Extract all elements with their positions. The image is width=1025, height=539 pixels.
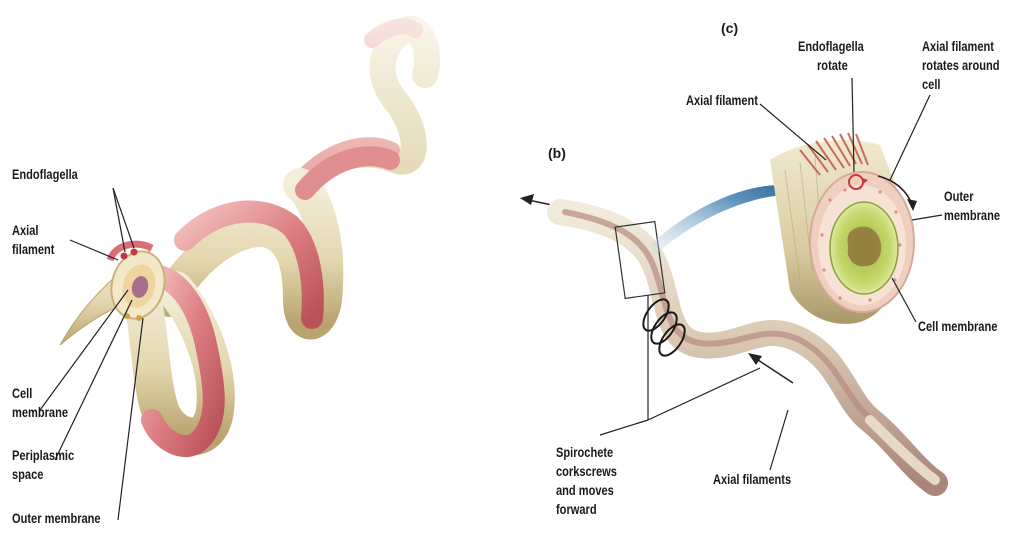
label-endoflagella-rotate-line1: Endoflagella [798,38,864,55]
label-periplasmic-line2: space [12,466,43,483]
endoflagella-dot-4 [136,315,142,321]
label-endoflagella: Endoflagella [12,166,78,183]
motion-arrow-head [520,194,534,205]
panel-b-letter: (b) [548,145,566,161]
label-axial-filaments: Axial filaments [713,471,791,488]
label-axial-filament-line1: Axial [12,222,38,239]
label-endoflagella-rotate-line2: rotate [817,57,848,74]
label-cell-membrane-line1: Cell [12,385,32,402]
label-spirochete-line1: Spirochete [556,444,613,461]
label-axial-rotates-line1: Axial filament [922,38,994,55]
endoflagella-dot-2 [131,249,138,256]
label-outer-membrane-c-line2: membrane [944,207,1000,224]
panel-a-leaders [40,188,143,520]
panel-c-cross-section [760,78,942,324]
label-periplasmic-line1: Periplasmic [12,447,74,464]
panel-a-helix [40,26,427,520]
label-axial-filament-line2: filament [12,241,54,258]
label-axial-rotates-line2: rotates around [922,57,1000,74]
endoflagella-dot-1 [121,253,128,260]
label-axial-filament-c: Axial filament [686,92,758,109]
label-spirochete-line2: corkscrews [556,463,617,480]
filament-arrow-line [755,358,793,383]
label-axial-rotates-line3: cell [922,76,940,93]
panel-b-leaders [600,295,788,470]
panel-c-letter: (c) [721,20,738,36]
label-outer-membrane-c-line1: Outer [944,188,974,205]
label-outer-membrane-a: Outer membrane [12,510,101,527]
label-spirochete-line4: forward [556,501,597,518]
filament-arrow-head [748,353,762,365]
label-cell-membrane-line2: membrane [12,404,68,421]
label-spirochete-line3: and moves [556,482,614,499]
label-cell-membrane-c: Cell membrane [918,318,997,335]
